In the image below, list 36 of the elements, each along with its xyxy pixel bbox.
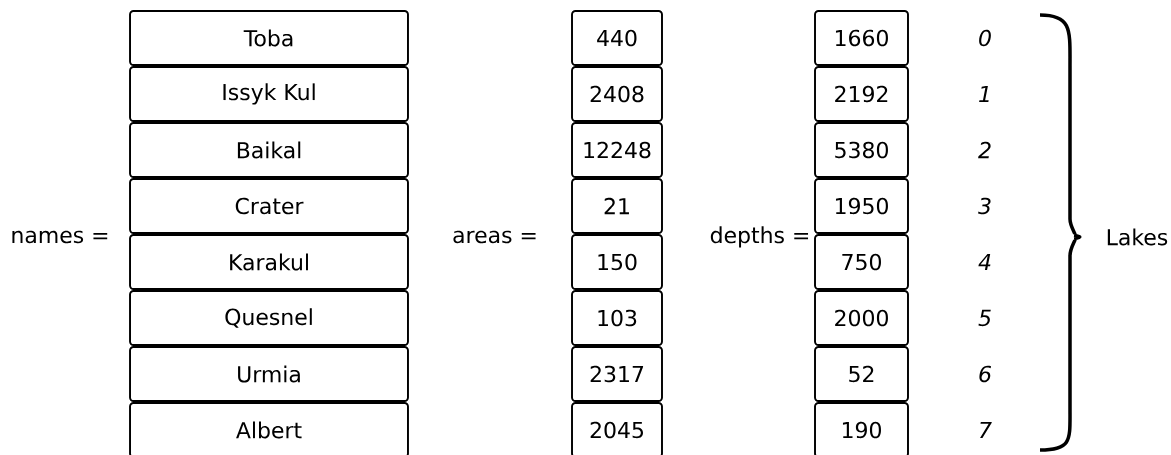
brace-label: Lakes: [1107, 228, 1168, 246]
array-cell: Baikal: [129, 122, 409, 178]
array-cell: 2045: [571, 402, 663, 455]
index-number: 4: [978, 254, 991, 270]
array-cell: 5380: [814, 122, 909, 178]
array-cell: 52: [814, 346, 909, 402]
array-cell: 440: [571, 10, 663, 66]
array-cell: 21: [571, 178, 663, 234]
array-cell: 750: [814, 234, 909, 290]
array-cell: 150: [571, 234, 663, 290]
array-cell: Urmia: [129, 346, 409, 402]
index-number: 1: [979, 86, 989, 102]
array-cell: Albert: [129, 402, 409, 455]
array-cell: Toba: [129, 10, 409, 66]
array-cell: 190: [814, 402, 909, 455]
array-cell: 2000: [814, 290, 909, 346]
array-cell: 2408: [571, 66, 663, 122]
array-cell: 1660: [814, 10, 909, 66]
index-number: 0: [979, 29, 991, 47]
array-cell: Issyk Kul: [129, 66, 409, 122]
array-cell: 2192: [814, 66, 909, 122]
variable-name: names =: [12, 230, 108, 244]
index-number: 6: [979, 365, 991, 383]
variable-name: areas =: [453, 230, 536, 244]
array-cell: Quesnel: [129, 290, 409, 346]
array-cell: Karakul: [129, 234, 409, 290]
array-cell: 1950: [814, 178, 909, 234]
array-cell: 12248: [571, 122, 663, 178]
array-cell: 2317: [571, 346, 663, 402]
array-cell: 103: [571, 290, 663, 346]
index-number: 7: [980, 422, 992, 438]
index-number: 2: [978, 141, 991, 159]
index-number: 3: [978, 197, 991, 215]
array-cell: Crater: [129, 178, 409, 234]
index-number: 5: [978, 309, 991, 327]
variable-name: depths =: [710, 226, 809, 248]
